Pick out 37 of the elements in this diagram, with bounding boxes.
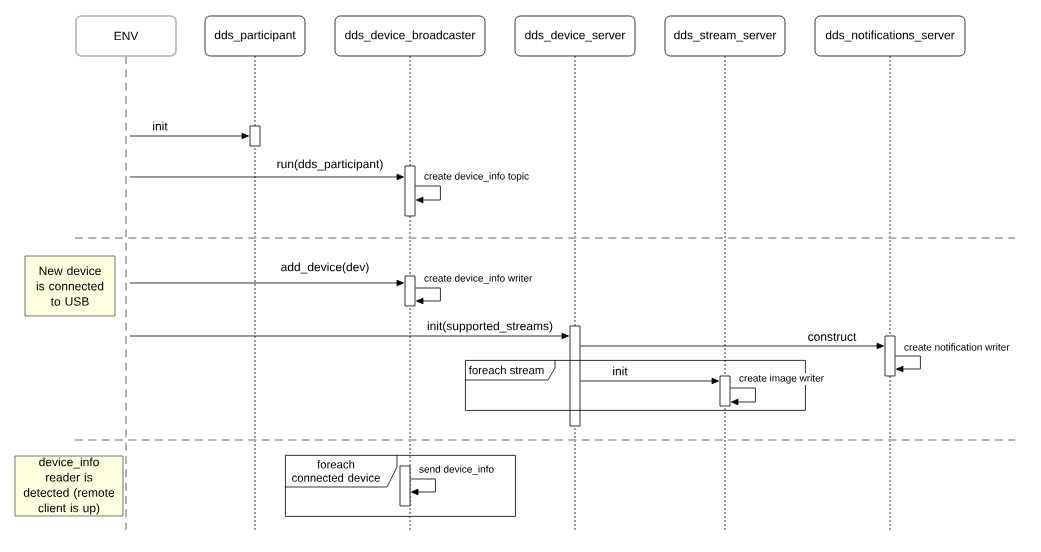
activation-bar <box>399 465 411 507</box>
lifeline-head: dds_notifications_server <box>814 15 966 57</box>
message-arrow <box>580 377 719 385</box>
activation-bar <box>569 325 581 427</box>
self-message-arrow <box>895 355 921 373</box>
message-arrow <box>580 342 884 350</box>
activation-bar <box>249 125 261 147</box>
activation-bar <box>404 165 416 217</box>
lifeline-head: dds_device_server <box>514 15 636 57</box>
edge-label: init <box>611 365 629 377</box>
message-arrow <box>129 173 404 181</box>
edge-label: create notification writer <box>902 342 1011 352</box>
message-arrow <box>129 132 249 140</box>
activation-bar <box>884 335 896 377</box>
lifeline-head: dds_device_broadcaster <box>334 15 486 57</box>
lifeline-head: ENV <box>75 15 177 57</box>
edge-label: init <box>151 120 169 132</box>
edge-label: init(supported_streams) <box>425 320 555 334</box>
activation-bar <box>719 375 731 407</box>
lifeline-head: dds_participant <box>204 15 306 57</box>
self-message-arrow <box>410 478 436 496</box>
edge-label: construct <box>806 331 858 343</box>
edge-label: add_device(dev) <box>279 261 371 275</box>
message-arrow <box>129 279 404 287</box>
edge-label: run(dds_participant) <box>275 158 385 172</box>
note-box: device_info reader is detected (remote client is up) <box>14 455 124 517</box>
edge-label: create device_info writer <box>422 273 534 285</box>
edge-label: create device_info topic <box>422 171 531 183</box>
edge-label: create image writer <box>737 373 826 385</box>
self-message-arrow <box>730 387 756 406</box>
lifeline-head: dds_stream_server <box>664 15 786 57</box>
self-message-arrow <box>415 287 441 305</box>
message-arrow <box>129 332 569 340</box>
self-message-arrow <box>415 185 441 204</box>
edge-label: send device_info <box>417 464 496 476</box>
activation-bar <box>404 275 416 307</box>
note-box: New device is connected to USB <box>24 255 116 317</box>
